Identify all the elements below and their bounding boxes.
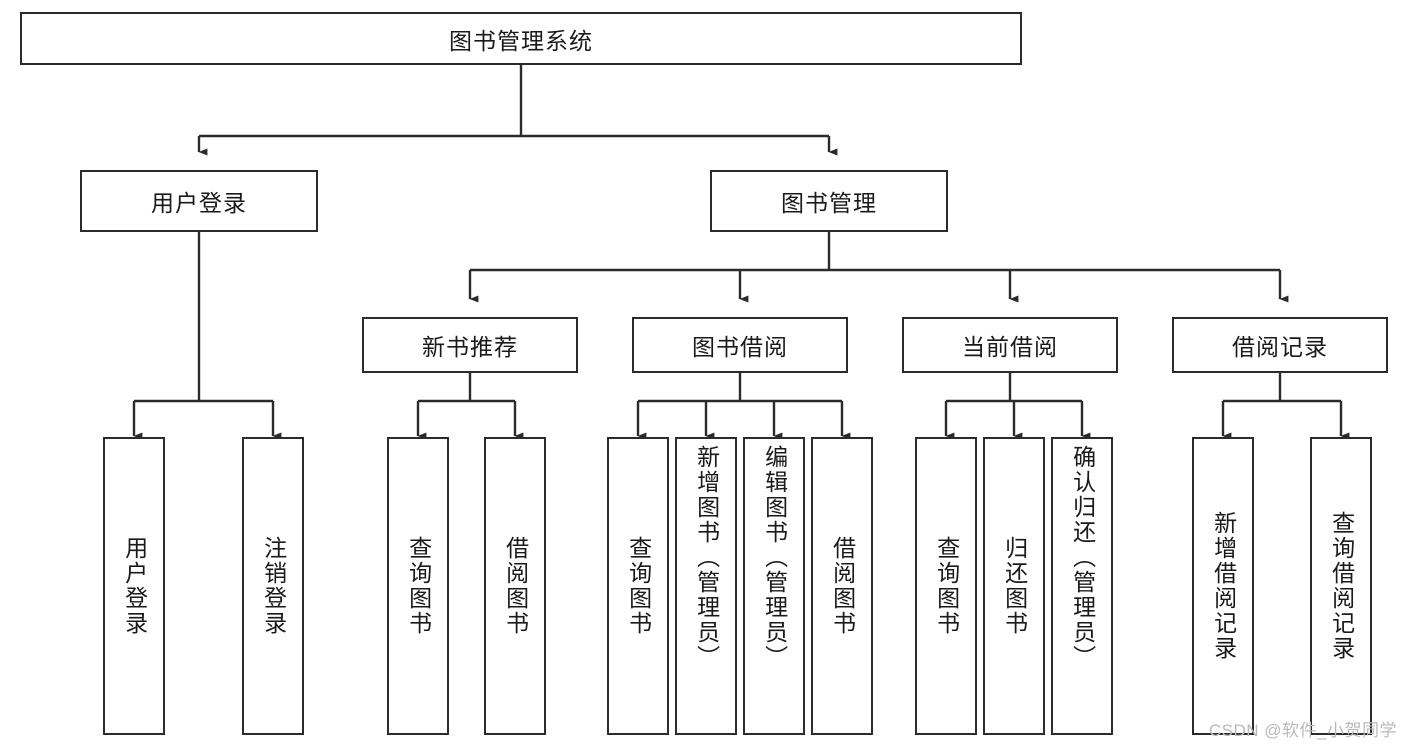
- level2-box-2[interactable]: 当前借阅: [902, 317, 1118, 373]
- leaf-label: 借阅图书: [502, 536, 529, 636]
- level2-box-0[interactable]: 新书推荐: [362, 317, 578, 373]
- leaf-box-4[interactable]: 查询图书: [607, 437, 669, 735]
- leaf-label: 确认归还（管理员）: [1069, 445, 1096, 670]
- leaf-box-1[interactable]: 注销登录: [242, 437, 304, 735]
- csdn-watermark: CSDN @软件_小贺同学: [1208, 721, 1397, 740]
- level2-box-3[interactable]: 借阅记录: [1172, 317, 1388, 373]
- leaf-label: 查询图书: [405, 536, 432, 636]
- level2-label: 借阅记录: [1232, 334, 1328, 360]
- leaf-box-5[interactable]: 新增图书（管理员）: [675, 437, 737, 735]
- leaf-box-10[interactable]: 确认归还（管理员）: [1051, 437, 1113, 735]
- leaf-label: 注销登录: [260, 536, 287, 636]
- leaf-label: 查询图书: [933, 536, 960, 636]
- leaf-box-11[interactable]: 新增借阅记录: [1192, 437, 1254, 735]
- leaf-box-2[interactable]: 查询图书: [387, 437, 449, 735]
- level2-label: 新书推荐: [422, 334, 518, 360]
- leaf-box-9[interactable]: 归还图书: [983, 437, 1045, 735]
- leaf-box-6[interactable]: 编辑图书（管理员）: [743, 437, 805, 735]
- leaf-box-12[interactable]: 查询借阅记录: [1310, 437, 1372, 735]
- leaf-box-8[interactable]: 查询图书: [915, 437, 977, 735]
- level2-label: 图书借阅: [692, 334, 788, 360]
- root-box-0[interactable]: 图书管理系统: [20, 12, 1022, 65]
- leaf-label: 归还图书: [1001, 536, 1028, 636]
- leaf-label: 查询借阅记录: [1328, 511, 1355, 661]
- level1-label: 用户登录: [151, 190, 247, 216]
- leaf-box-0[interactable]: 用户登录: [103, 437, 165, 735]
- leaf-label: 编辑图书（管理员）: [761, 445, 788, 670]
- level1-box-0[interactable]: 用户登录: [80, 170, 318, 232]
- level2-box-1[interactable]: 图书借阅: [632, 317, 848, 373]
- leaf-label: 查询图书: [625, 536, 652, 636]
- leaf-label: 新增图书（管理员）: [693, 445, 720, 670]
- leaf-label: 用户登录: [121, 536, 148, 636]
- leaf-box-3[interactable]: 借阅图书: [484, 437, 546, 735]
- leaf-label: 新增借阅记录: [1210, 511, 1237, 661]
- root-label: 图书管理系统: [449, 27, 593, 54]
- leaf-label: 借阅图书: [829, 536, 856, 636]
- level1-label: 图书管理: [781, 190, 877, 216]
- leaf-box-7[interactable]: 借阅图书: [811, 437, 873, 735]
- level2-label: 当前借阅: [962, 334, 1058, 360]
- level1-box-1[interactable]: 图书管理: [710, 170, 948, 232]
